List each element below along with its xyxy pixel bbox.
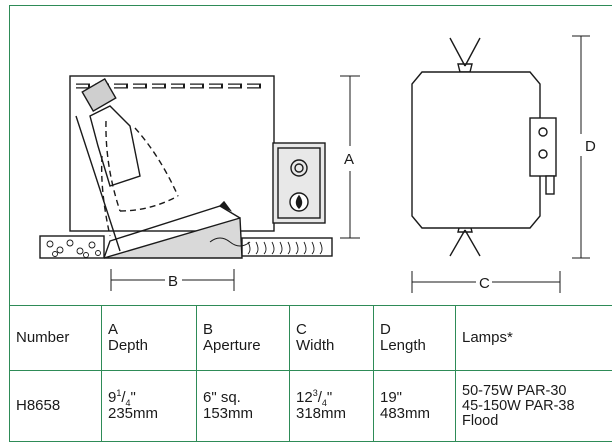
side-view	[40, 76, 332, 258]
drawing-svg: A B	[10, 6, 612, 306]
cell-length: 19" 483mm	[374, 371, 456, 442]
dimension-b-label: B	[168, 273, 178, 290]
cell-lamps: 50-75W PAR-30 45-150W PAR-38 Flood	[456, 371, 612, 442]
top-plate	[412, 72, 540, 228]
technical-drawing: A B	[9, 5, 612, 305]
cell-aperture: 6" sq. 153mm	[197, 371, 290, 442]
dimension-d-label: D	[585, 138, 596, 155]
top-clip	[450, 38, 480, 72]
bottom-clip	[450, 224, 480, 256]
cell-width: 123/4" 318mm	[290, 371, 374, 442]
top-view	[412, 38, 556, 256]
ceiling-right	[242, 238, 332, 256]
cable-connector	[546, 176, 554, 194]
cell-number: H8658	[10, 371, 102, 442]
lamp-housing	[90, 106, 140, 186]
dimension-a-label: A	[344, 151, 354, 168]
header-number: Number	[10, 306, 102, 371]
table-row: H8658 91/4" 235mm 6" sq. 153mm 123/4" 31…	[10, 371, 612, 442]
header-lamps: Lamps*	[456, 306, 612, 371]
side-junction-box	[530, 118, 556, 176]
cell-depth: 91/4" 235mm	[102, 371, 197, 442]
dimension-c-label: C	[479, 275, 490, 292]
